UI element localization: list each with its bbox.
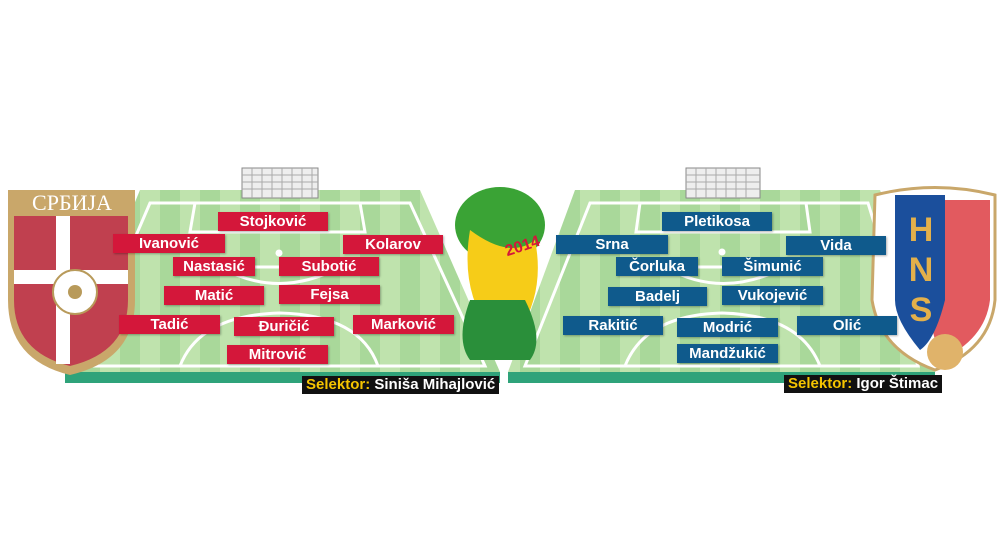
serbia-crest-text: СРБИЈА xyxy=(32,190,112,215)
player-label: Vida xyxy=(786,236,886,255)
player-label: Ivanović xyxy=(113,234,225,253)
player-label: Mandžukić xyxy=(677,344,778,363)
coach-name: Igor Štimac xyxy=(856,375,939,392)
player-label: Modrić xyxy=(677,318,778,337)
player-label: Čorluka xyxy=(616,257,698,276)
player-label: Badelj xyxy=(608,287,707,306)
player-label: Srna xyxy=(556,235,668,254)
player-label: Tadić xyxy=(119,315,220,334)
serbia-crest-icon xyxy=(8,190,135,375)
player-label: Mitrović xyxy=(227,345,328,364)
player-label: Fejsa xyxy=(279,285,380,304)
player-label: Nastasić xyxy=(173,257,255,276)
croatia-crest-icon xyxy=(870,186,997,372)
world-cup-2014-logo-icon xyxy=(455,187,545,360)
player-label: Vukojević xyxy=(722,286,823,305)
player-label: Subotić xyxy=(279,257,379,276)
player-label: Olić xyxy=(797,316,897,335)
serbia-coach: Selektor: Siniša Mihajlović xyxy=(302,376,500,394)
player-label: Šimunić xyxy=(722,257,823,276)
player-label: Stojković xyxy=(218,212,328,231)
player-label: Rakitić xyxy=(563,316,663,335)
coach-name: Siniša Mihajlović xyxy=(374,376,496,393)
player-label: Matić xyxy=(164,286,264,305)
serbia-goal-icon xyxy=(241,167,319,199)
player-label: Kolarov xyxy=(343,235,443,254)
coach-label: Selektor: xyxy=(788,375,853,392)
player-label: Marković xyxy=(353,315,454,334)
player-label: Pletikosa xyxy=(662,212,772,231)
croatia-crest-text: HNS xyxy=(908,211,934,329)
croatia-coach: Selektor: Igor Štimac xyxy=(784,375,943,393)
croatia-goal-icon xyxy=(685,167,761,199)
player-label: Đuričić xyxy=(234,317,334,336)
coach-label: Selektor: xyxy=(306,376,371,393)
